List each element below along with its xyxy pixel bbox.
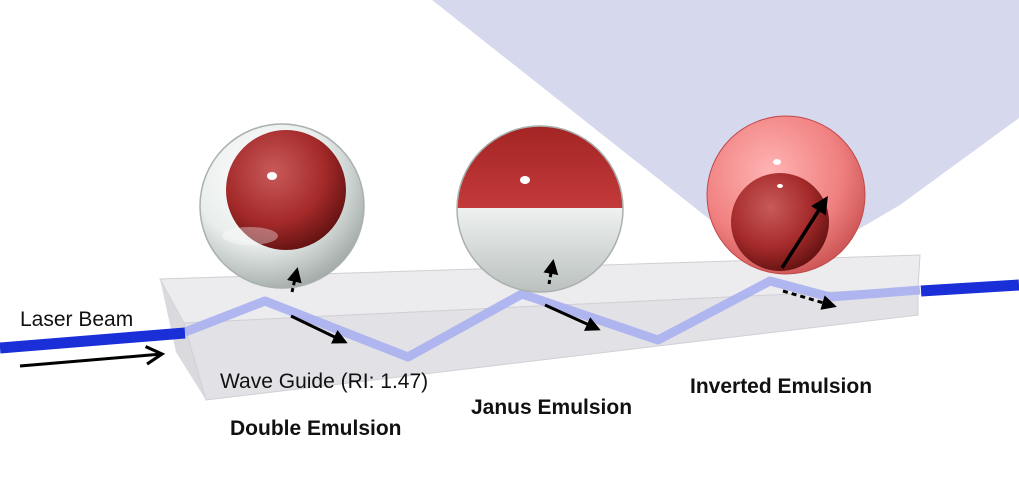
arrow-double-reflect [290, 314, 348, 344]
arrow-janus-escape [543, 259, 559, 285]
inverted-emulsion-label: Inverted Emulsion [690, 375, 873, 398]
direction-arrows [287, 196, 837, 344]
double-emulsion-label: Double Emulsion [230, 417, 402, 440]
arrow-janus-reflect [544, 303, 601, 331]
illumination-cone [432, 0, 1019, 275]
input-direction-arrow [19, 345, 166, 368]
laser-beam-in [0, 327, 186, 354]
laser-beam-out [920, 279, 1019, 297]
arrow-double-escape [287, 267, 302, 293]
wave-guide-label: Wave Guide (RI: 1.47) [220, 370, 429, 393]
double-emulsion-droplet [199, 123, 365, 289]
arrow-inverted-escape [780, 196, 828, 269]
laser-beam-label: Laser Beam [20, 308, 134, 331]
guided-light-path [183, 276, 921, 362]
janus-emulsion-label: Janus Emulsion [471, 396, 633, 419]
inverted-emulsion-droplet [706, 115, 866, 275]
